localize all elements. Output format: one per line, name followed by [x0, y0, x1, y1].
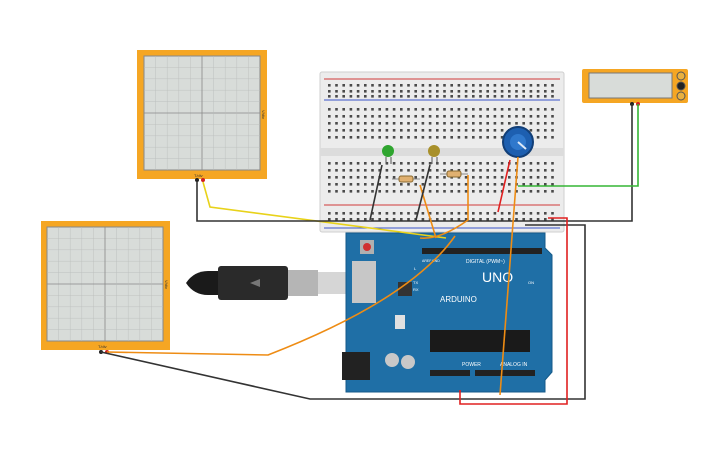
oscilloscope-top[interactable]: T/div V/div — [137, 50, 267, 182]
oscilloscope-bottom[interactable]: T/div V/div — [41, 221, 170, 354]
l-label: L — [414, 266, 417, 271]
plus-icon[interactable] — [676, 71, 686, 81]
digital-header[interactable] — [422, 248, 542, 254]
usb-cable[interactable] — [186, 266, 346, 300]
potentiometer[interactable] — [502, 126, 534, 158]
on-label: ON — [528, 280, 534, 285]
wire-orange-pot[interactable] — [499, 156, 519, 396]
circle-icon[interactable] — [676, 91, 686, 101]
oscilloscope-bottom-grid — [47, 227, 163, 341]
wire-orange-2[interactable] — [419, 175, 469, 239]
oscilloscope-top-probe-neg[interactable] — [195, 178, 199, 182]
wire-black-led2[interactable] — [415, 164, 431, 221]
arduino-uno[interactable]: ARDUINO UNO DIGITAL (PWM~) POWER ANALOG … — [342, 232, 553, 393]
resistor-1[interactable] — [392, 175, 420, 183]
oscilloscope-top-grid — [144, 56, 260, 170]
wire-red-1[interactable] — [459, 217, 568, 405]
oscilloscope-bottom-brand: T/div — [98, 344, 107, 349]
usb-port — [352, 261, 376, 303]
multimeter[interactable] — [582, 69, 688, 106]
analog-header[interactable] — [475, 370, 535, 376]
digital-label: DIGITAL (PWM~) — [466, 259, 505, 265]
analog-label: ANALOG IN — [500, 362, 528, 368]
wires — [100, 104, 639, 405]
atmega-chip — [430, 330, 530, 352]
aref-label: AREF — [422, 259, 431, 263]
rx-label: RX — [413, 287, 419, 292]
oscilloscope-top-probe-pos[interactable] — [201, 178, 205, 182]
minus-icon[interactable] — [676, 81, 686, 91]
wire-black-led1[interactable] — [369, 164, 383, 221]
arduino-logo: ARDUINO — [440, 295, 477, 304]
power-label: POWER — [462, 362, 481, 368]
wire-green[interactable] — [518, 104, 639, 187]
gnd-label: GND — [432, 259, 440, 263]
wire-red-2[interactable] — [497, 159, 511, 213]
led-green[interactable] — [382, 145, 394, 164]
power-header[interactable] — [430, 370, 470, 376]
led-yellow[interactable] — [428, 145, 440, 164]
wire-black-bottom[interactable] — [100, 224, 586, 400]
wire-orange-1[interactable] — [106, 235, 456, 356]
wire-yellow[interactable] — [202, 181, 447, 239]
oscilloscope-bottom-side-label: V/div — [164, 280, 169, 289]
oscilloscope-top-brand: T/div — [194, 173, 203, 178]
oscilloscope-top-side-label: V/div — [261, 110, 266, 119]
resistor-2[interactable] — [440, 170, 468, 178]
reset-button[interactable] — [363, 243, 371, 251]
wire-black-top[interactable] — [196, 104, 633, 222]
tx-label: TX — [413, 280, 418, 285]
power-jack — [342, 352, 370, 380]
arduino-model: UNO — [482, 269, 513, 285]
